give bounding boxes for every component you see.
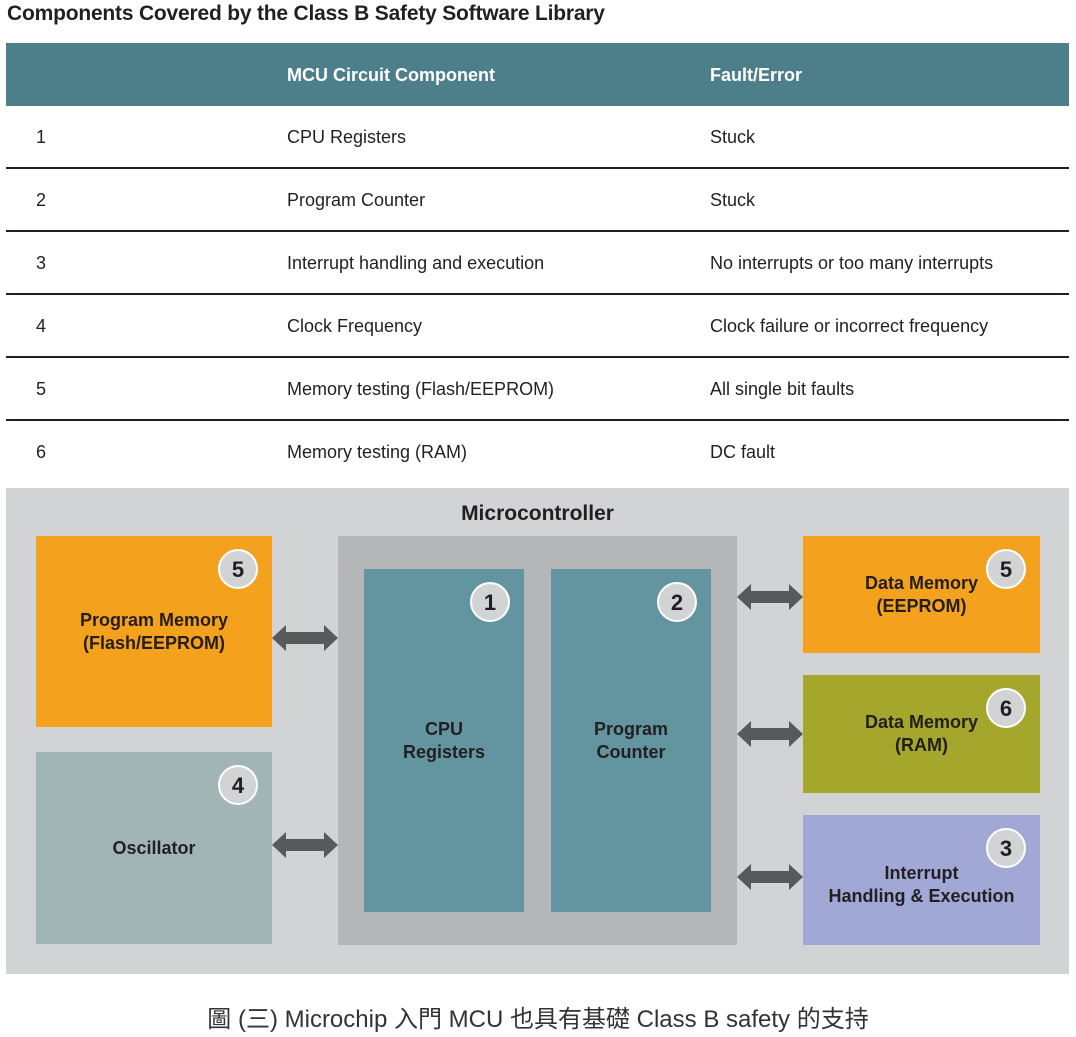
table-header: MCU Circuit Component Fault/Error (6, 43, 1069, 106)
block-label: Program Memory (79, 609, 229, 630)
cell-fault: No interrupts or too many interrupts (710, 253, 994, 273)
badge-3: 3 (986, 828, 1026, 868)
cell-index: 6 (36, 442, 47, 462)
cell-fault: Clock failure or incorrect frequency (710, 316, 989, 336)
data-memory-ram-block: Data Memory (RAM) 6 (803, 675, 1040, 793)
cell-component: CPU Registers (287, 127, 407, 147)
table-title: Components Covered by the Class B Safety… (7, 2, 605, 25)
cell-component: Program Counter (287, 190, 426, 210)
oscillator-block: Oscillator 4 (36, 752, 272, 944)
cell-component: Memory testing (RAM) (287, 442, 468, 462)
header-component: MCU Circuit Component (287, 65, 495, 85)
cell-fault: All single bit faults (710, 379, 855, 399)
header-fault: Fault/Error (710, 65, 803, 85)
cell-component: Clock Frequency (287, 316, 423, 336)
block-label: (EEPROM) (876, 595, 967, 616)
double-arrow-icon (272, 832, 338, 858)
cell-fault: Stuck (710, 190, 756, 210)
data-memory-eeprom-block: Data Memory(EEPROM) 5 (803, 536, 1040, 653)
block-label: Data Memory (864, 712, 979, 732)
badge-4: 4 (218, 765, 258, 805)
badge-5: 5 (986, 549, 1026, 589)
cell-index: 1 (36, 127, 47, 147)
table-row: 3 Interrupt handling and execution No in… (6, 232, 1069, 295)
components-table: MCU Circuit Component Fault/Error 1 CPU … (6, 43, 1069, 482)
cell-index: 4 (36, 316, 47, 336)
block-label: Counter (596, 741, 666, 762)
badge-5: 5 (218, 549, 258, 589)
table-row: 5 Memory testing (Flash/EEPROM) All sing… (6, 358, 1069, 421)
cell-fault: DC fault (710, 442, 776, 462)
cell-component: Interrupt handling and execution (287, 253, 545, 273)
block-label: CPU (424, 718, 463, 739)
cell-fault: Stuck (710, 127, 756, 147)
microcontroller-diagram: Microcontroller Program Memory(Flash/EEP… (6, 488, 1069, 974)
double-arrow-icon (737, 584, 803, 610)
badge-1: 1 (470, 582, 510, 622)
block-label: Data Memory (864, 572, 979, 593)
badge-2: 2 (657, 582, 697, 622)
block-label: Interrupt (884, 863, 959, 883)
table-row: 2 Program Counter Stuck (6, 169, 1069, 232)
table-row: 4 Clock Frequency Clock failure or incor… (6, 295, 1069, 358)
block-label: Registers (402, 741, 486, 762)
block-label: (Flash/EEPROM) (82, 632, 225, 653)
badge-6: 6 (986, 688, 1026, 728)
diagram-title: Microcontroller (461, 502, 614, 525)
cell-index: 5 (36, 379, 47, 399)
figure-caption: 圖 (三) Microchip 入門 MCU 也具有基礎 Class B saf… (207, 1006, 869, 1033)
double-arrow-icon (737, 721, 803, 747)
cell-index: 3 (36, 253, 47, 273)
table-row: 6 Memory testing (RAM) DC fault (6, 421, 1069, 482)
block-label: Oscillator (112, 837, 196, 858)
double-arrow-icon (737, 864, 803, 890)
block-label: Program (593, 718, 669, 739)
table-row: 1 CPU Registers Stuck (6, 106, 1069, 169)
program-memory-block: Program Memory(Flash/EEPROM) 5 (36, 536, 272, 727)
block-label: (RAM) (895, 735, 948, 755)
cell-component: Memory testing (Flash/EEPROM) (287, 379, 555, 399)
block-label: Handling & Execution (828, 886, 1015, 906)
cell-index: 2 (36, 190, 47, 210)
double-arrow-icon (272, 625, 338, 651)
